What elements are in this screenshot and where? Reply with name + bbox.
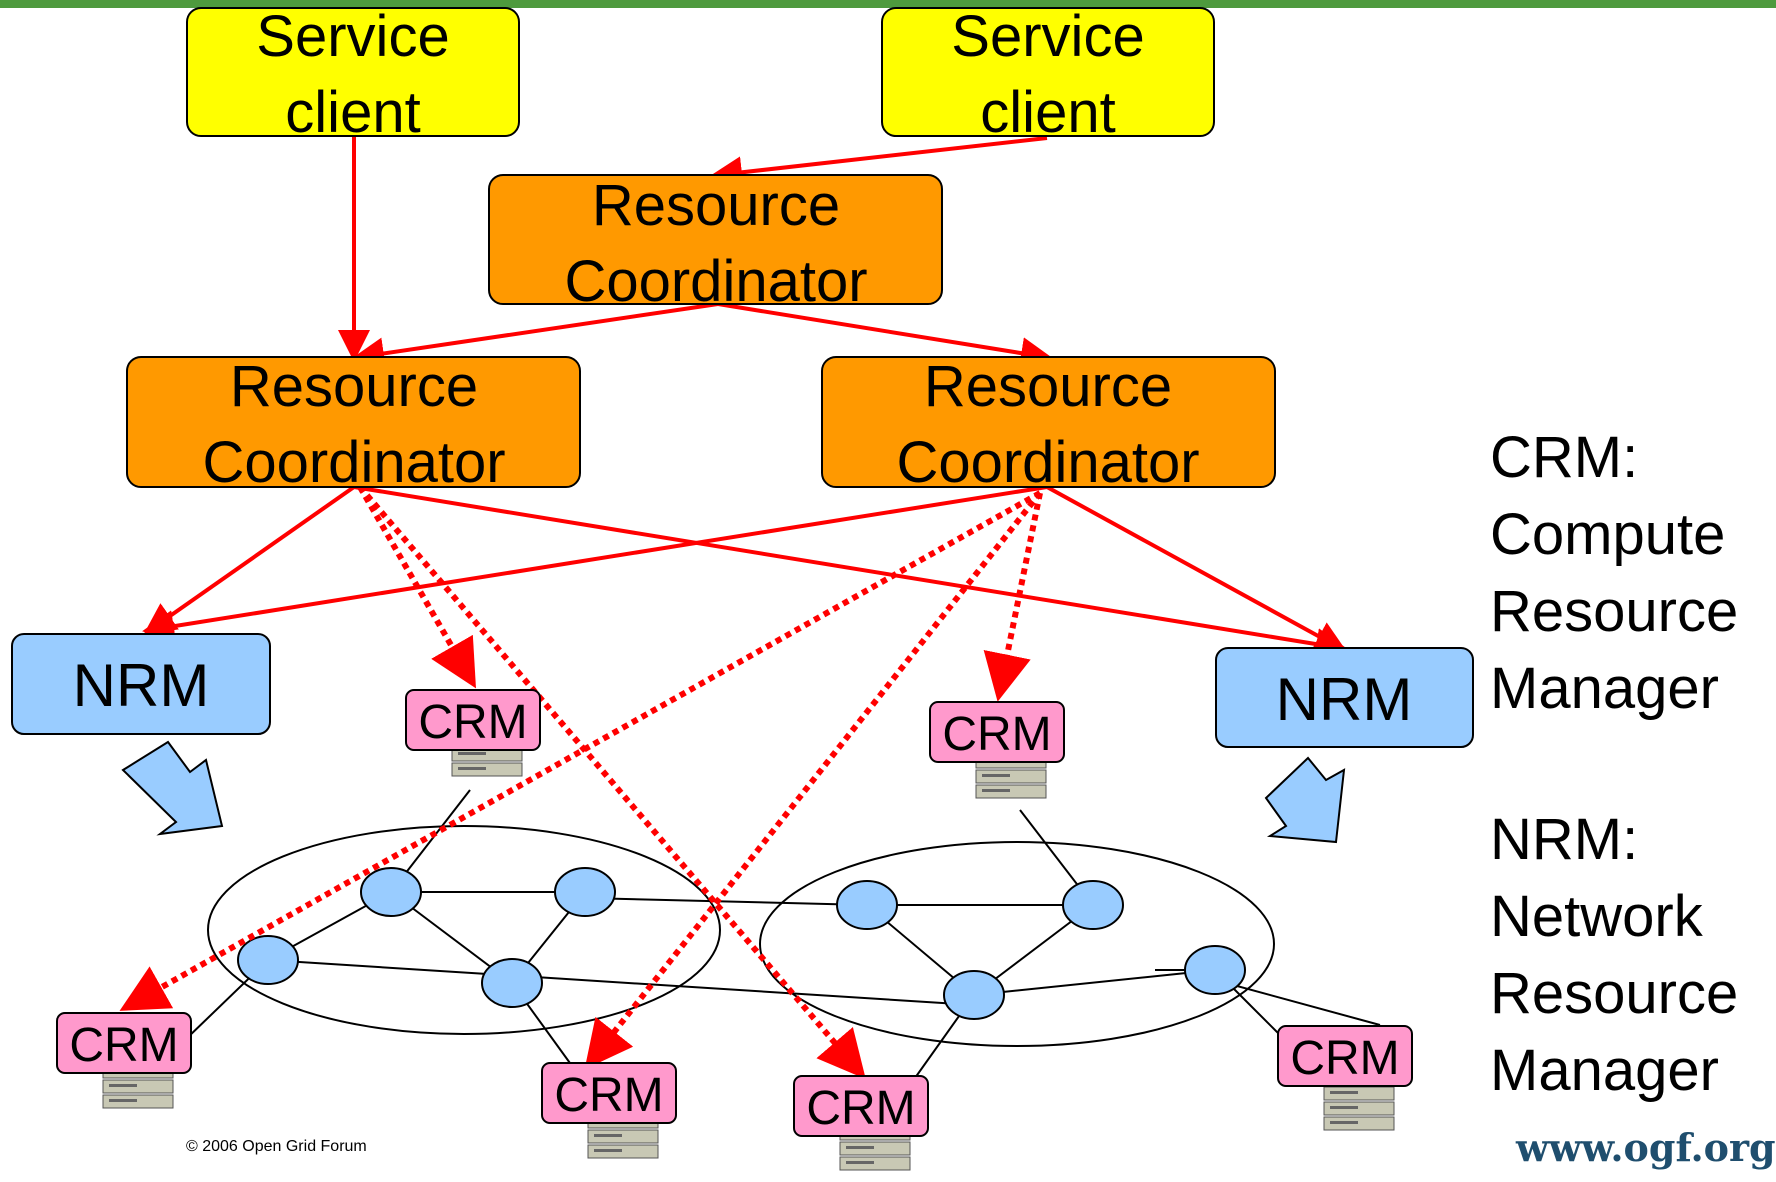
svg-text:Resource: Resource: [592, 173, 840, 238]
copyright-footer: © 2006 Open Grid Forum: [186, 1138, 367, 1155]
network-node: [1184, 945, 1246, 995]
crm-legend: CRM: Compute Resource Manager: [1490, 425, 1739, 721]
crm-node: CRM: [1277, 1025, 1413, 1087]
network-node: [836, 880, 898, 930]
resource-coordinator-left: Resource Coordinator: [126, 354, 581, 495]
network-domain-right: [759, 841, 1275, 1047]
svg-text:client: client: [285, 80, 420, 145]
network-node: [237, 935, 299, 985]
crm-node: CRM: [541, 1062, 677, 1124]
svg-text:Resource: Resource: [230, 354, 478, 419]
dotted-arrows: [119, 485, 1043, 1080]
solid-arrows: [142, 136, 1348, 660]
nrm-left-control-arrow: [121, 740, 224, 836]
top-accent-bar: [0, 0, 1776, 8]
svg-text:CRM: CRM: [806, 1082, 915, 1135]
network-nodes: [237, 867, 1246, 1020]
nrm-right: NRM: [1215, 647, 1474, 748]
nrm-left: NRM: [11, 633, 271, 735]
network-node: [481, 958, 543, 1008]
network-node: [943, 970, 1005, 1020]
svg-text:NRM: NRM: [1276, 666, 1413, 733]
website-url: www.ogf.org: [1516, 1125, 1776, 1170]
svg-text:Service: Service: [951, 4, 1144, 69]
service-client-left: Service client: [186, 4, 520, 145]
resource-coordinator-right: Resource Coordinator: [821, 354, 1276, 495]
network-domain-left: [207, 825, 721, 1035]
service-client-right: Service client: [881, 4, 1215, 145]
svg-text:NRM: NRM: [73, 652, 210, 719]
resource-coordinator-top: Resource Coordinator: [488, 173, 943, 314]
network-node: [1062, 880, 1124, 930]
svg-text:CRM: CRM: [69, 1019, 178, 1072]
crm-node: CRM: [405, 689, 541, 751]
svg-text:CRM: CRM: [554, 1069, 663, 1122]
svg-text:Service: Service: [256, 4, 449, 69]
svg-text:Resource: Resource: [924, 354, 1172, 419]
nrm-right-control-arrow: [1264, 756, 1346, 844]
crm-node: CRM: [56, 1012, 192, 1074]
svg-text:Coordinator: Coordinator: [564, 249, 867, 314]
crm-node: CRM: [793, 1075, 929, 1137]
svg-text:CRM: CRM: [942, 708, 1051, 761]
network-node: [554, 867, 616, 917]
svg-text:Coordinator: Coordinator: [896, 430, 1199, 495]
svg-text:CRM: CRM: [1290, 1032, 1399, 1085]
svg-text:CRM: CRM: [418, 696, 527, 749]
crm-node: CRM: [929, 701, 1065, 763]
network-node: [360, 867, 422, 917]
nrm-legend: NRM: Network Resource Manager: [1490, 807, 1739, 1103]
svg-text:Coordinator: Coordinator: [202, 430, 505, 495]
svg-text:client: client: [980, 80, 1115, 145]
